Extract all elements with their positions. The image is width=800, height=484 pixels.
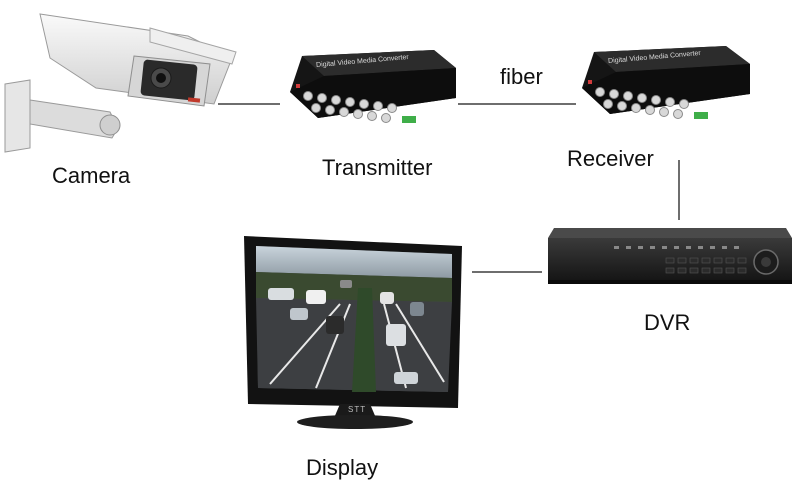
dvr-display-link	[472, 271, 542, 273]
receiver-device-icon	[582, 46, 750, 119]
transmitter-device-icon	[290, 50, 456, 123]
fiber-label: fiber	[500, 64, 543, 89]
dvr-recorder-icon	[548, 228, 792, 284]
receiver-label: Receiver	[567, 146, 654, 171]
display-label: Display	[306, 455, 379, 480]
display-monitor-icon	[244, 236, 462, 429]
monitor-brand-logo: STT	[348, 405, 367, 414]
camera-transmitter-link	[218, 103, 280, 105]
camera-label: Camera	[52, 163, 131, 188]
dvr-label: DVR	[644, 310, 691, 335]
security-camera-icon	[4, 13, 237, 153]
fiber-link	[458, 103, 576, 105]
receiver-dvr-link	[678, 160, 680, 220]
transmitter-label: Transmitter	[322, 155, 433, 180]
